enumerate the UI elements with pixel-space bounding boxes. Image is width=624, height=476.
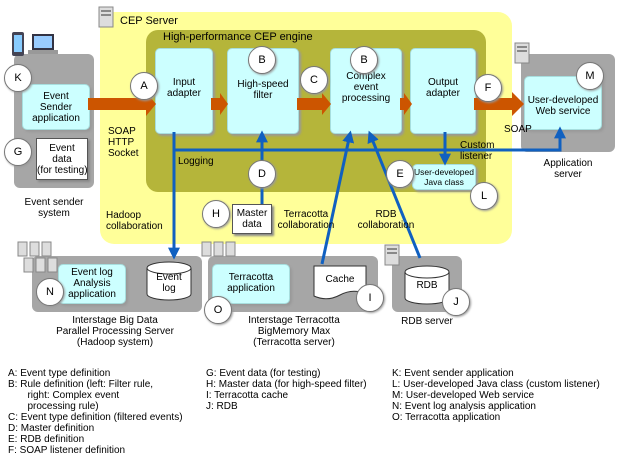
marker-k: K xyxy=(4,64,32,92)
rdb-server-icon xyxy=(382,242,402,273)
terracotta-collab-label: Terracotta collaboration xyxy=(277,209,335,231)
event-log-app-box: Event log Analysis application xyxy=(58,264,126,304)
marker-d: D xyxy=(248,160,276,188)
terracotta-cluster-icon xyxy=(198,238,244,279)
logging-label: Logging xyxy=(178,156,214,167)
devices-icon xyxy=(4,28,60,67)
input-adapter-box: Input adapter xyxy=(155,48,213,134)
rdb-server-label: RDB server xyxy=(401,316,453,327)
output-adapter-box: Output adapter xyxy=(410,48,476,134)
cep-server-title: CEP Server xyxy=(120,15,178,27)
marker-f: F xyxy=(474,74,502,102)
complex-event-processing-label: Complex event processing xyxy=(341,71,391,104)
soap-label: SOAP xyxy=(504,124,532,135)
legend-column-3: K: Event sender application L: User-deve… xyxy=(392,368,600,423)
legend-column-1: A: Event type definition B: Rule definit… xyxy=(8,368,183,456)
application-server-label: Application server xyxy=(543,158,593,180)
marker-n: N xyxy=(36,278,64,306)
cache-label: Cache xyxy=(325,274,355,285)
marker-c: C xyxy=(300,66,328,94)
terracotta-server-label: Interstage Terracotta BigMemory Max (Ter… xyxy=(248,315,340,348)
marker-m: M xyxy=(576,62,604,90)
event-sender-app-box: Event Sender application xyxy=(22,84,90,130)
soap-http-socket-label: SOAP HTTP Socket xyxy=(108,126,139,159)
event-data-testing-box: Event data (for testing) xyxy=(36,138,88,180)
marker-a: A xyxy=(130,72,158,100)
output-adapter-label: Output adapter xyxy=(426,77,460,99)
big-data-server-label: Interstage Big Data Parallel Processing … xyxy=(56,315,174,348)
hadoop-collab-label: Hadoop collaboration xyxy=(106,210,163,232)
custom-listener-label: Custom listener xyxy=(460,140,495,162)
marker-i: I xyxy=(356,284,384,312)
user-web-service-label: User-developed Web service xyxy=(527,95,599,117)
master-data-box: Master data xyxy=(232,204,272,234)
cluster-icon xyxy=(14,238,68,283)
java-class-box: User-developed Java class xyxy=(412,164,476,190)
rdb-label: RDB xyxy=(416,280,438,291)
terracotta-app-label: Terracotta application xyxy=(227,272,275,294)
event-sender-app-label: Event Sender application xyxy=(32,91,80,124)
app-server-icon xyxy=(512,40,532,71)
cep-engine-title: High-performance CEP engine xyxy=(163,31,313,43)
marker-l: L xyxy=(470,182,498,210)
high-speed-filter-label: High-speed filter xyxy=(237,79,289,101)
marker-e: E xyxy=(386,160,414,188)
java-class-label: User-developed Java class xyxy=(413,167,474,187)
master-data-label: Master data xyxy=(236,208,268,230)
event-log-app-label: Event log Analysis application xyxy=(68,267,116,300)
marker-j: J xyxy=(442,288,470,316)
input-adapter-label: Input adapter xyxy=(167,77,201,99)
event-log-label: Event log xyxy=(156,272,182,294)
server-icon xyxy=(96,4,116,35)
marker-b-filter: B xyxy=(248,46,276,74)
event-log-cylinder xyxy=(144,260,194,307)
legend-column-2: G: Event data (for testing) H: Master da… xyxy=(206,368,367,412)
event-sender-system-label: Event sender system xyxy=(24,197,84,219)
marker-g: G xyxy=(4,138,32,166)
marker-h: H xyxy=(202,200,230,228)
marker-b-cep: B xyxy=(350,46,378,74)
blue-connectors xyxy=(168,126,566,265)
rdb-collab-label: RDB collaboration xyxy=(357,209,415,231)
marker-o: O xyxy=(204,296,232,324)
event-data-testing-label: Event data (for testing) xyxy=(37,143,88,176)
